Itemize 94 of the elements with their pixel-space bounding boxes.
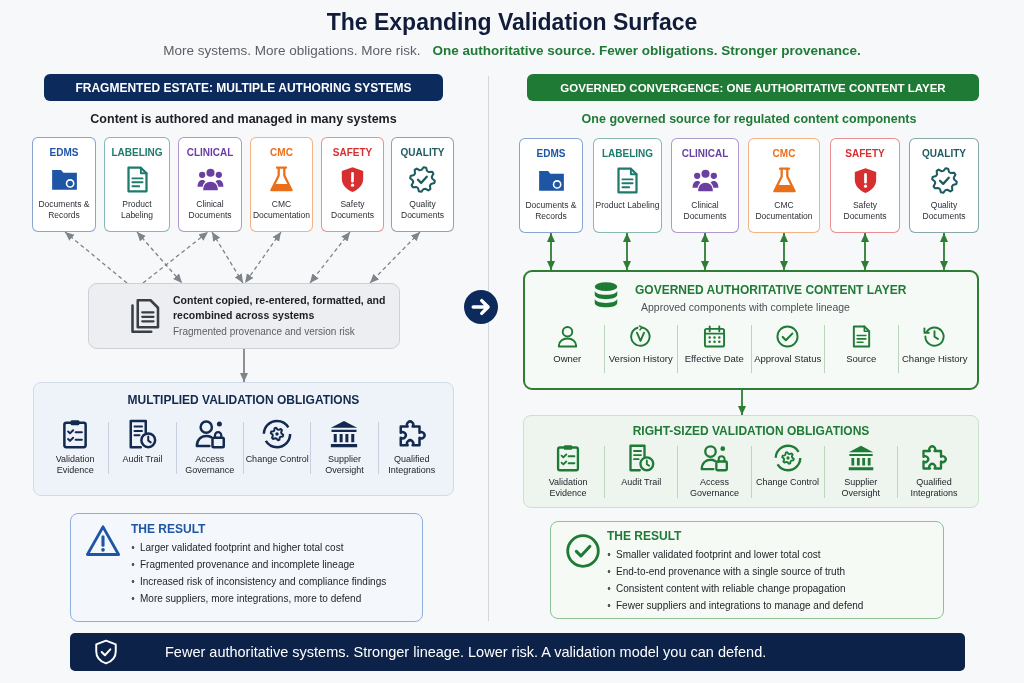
obligation-label: Access Governance (184, 454, 236, 477)
system-description: CMC Documentation (754, 200, 814, 222)
obligation-label: Qualified Integrations (387, 454, 437, 477)
obligation-label: Audit Trail (122, 454, 163, 466)
section-header-bar (44, 74, 443, 101)
section-subheading: One governed source for regulated content components (580, 112, 918, 126)
layer-heading: GOVERNED AUTHORITATIVE CONTENT LAYER (635, 283, 907, 297)
result-box (550, 521, 944, 619)
arrow (701, 232, 709, 271)
system-description: CMC Documentation (252, 199, 311, 221)
system-description: Safety Documents (842, 200, 888, 222)
result-heading: THE RESULT (131, 522, 207, 536)
summary-text: Fewer authoritative systems. Stronger lineage. Lower risk. A validation model you can defend. (165, 644, 767, 660)
title: The Expanding Validation Surface (325, 9, 699, 36)
obligation-label: Audit Trail (621, 477, 662, 489)
system-name: EDMS (536, 148, 566, 159)
system-name: SAFETY (845, 148, 885, 159)
dashed-arrow (211, 231, 244, 284)
dashed-arrow (369, 231, 421, 284)
system-description: Quality Documents (400, 199, 445, 221)
system-card (748, 138, 820, 233)
subtitle: More systems. More obligations. More risk. (163, 43, 421, 58)
system-name: SAFETY (332, 147, 373, 158)
attribute-label: Change History (902, 353, 968, 365)
attribute-label: Source (846, 353, 877, 365)
attribute-label: Version History (608, 353, 673, 365)
obligation-label: Supplier Oversight (324, 454, 365, 477)
system-card (32, 137, 96, 232)
obligation-label: Validation Evidence (547, 477, 589, 500)
arrow (738, 389, 746, 416)
dashed-arrow (309, 231, 351, 284)
system-card (519, 138, 583, 233)
result-heading: THE RESULT (607, 529, 683, 543)
system-name: QUALITY (922, 148, 966, 159)
system-name: LABELING (111, 147, 163, 158)
system-description: Documents & Records (37, 199, 91, 221)
system-name: CLINICAL (186, 147, 234, 158)
subtitle: One authoritative source. Fewer obligations. Stronger provenance. (432, 43, 861, 58)
arrow (547, 232, 555, 271)
dashed-arrow (244, 231, 282, 284)
panel-heading: MULTIPLIED VALIDATION OBLIGATIONS (126, 393, 361, 407)
section-heading: FRAGMENTED ESTATE: MULTIPLE AUTHORING SYSTEMS (75, 80, 412, 95)
system-card (321, 137, 384, 232)
system-name: EDMS (49, 147, 79, 158)
process-box (88, 283, 400, 349)
system-description: Documents & Records (524, 200, 578, 222)
system-name: CLINICAL (681, 148, 729, 159)
dashed-arrow (142, 231, 209, 284)
system-description: Clinical Documents (187, 199, 233, 221)
content-layer-box (523, 270, 979, 390)
system-name: CMC (270, 147, 293, 158)
system-card (391, 137, 454, 232)
panel-heading: RIGHT-SIZED VALIDATION OBLIGATIONS (631, 424, 871, 438)
system-card (178, 137, 242, 232)
obligation-label: Access Governance (688, 477, 740, 500)
obligation-label: Supplier Oversight (840, 477, 882, 500)
obligations-panel (523, 415, 979, 508)
dashed-arrow (136, 231, 183, 284)
arrow (940, 232, 948, 271)
system-description: Safety Documents (330, 199, 375, 221)
attribute-label: Owner (553, 353, 582, 365)
result-box (70, 513, 423, 622)
system-name: LABELING (601, 148, 654, 159)
summary-banner (70, 633, 965, 671)
section-header-bar (527, 74, 979, 101)
system-card (909, 138, 979, 233)
section-subheading: Content is authored and managed in many systems (89, 112, 398, 126)
arrow (861, 232, 869, 271)
obligation-label: Qualified Integrations (909, 477, 959, 500)
risk-note: Fragmented provenance and version risk (173, 325, 356, 339)
attribute-label: Effective Date (684, 353, 744, 365)
system-card (104, 137, 170, 232)
system-name: QUALITY (400, 147, 445, 158)
attribute-label: Approval Status (754, 353, 822, 365)
system-card (830, 138, 900, 233)
layer-description: Approved components with complete lineage (641, 301, 850, 313)
system-card (671, 138, 739, 233)
system-description: Product Labeling (119, 199, 155, 221)
system-description: Clinical Documents (682, 200, 728, 222)
dashed-arrow (64, 231, 128, 284)
obligations-panel (33, 382, 454, 496)
system-card (593, 138, 662, 233)
arrow (623, 232, 631, 271)
system-description: Quality Documents (921, 200, 967, 222)
system-name: CMC (772, 148, 796, 159)
arrow (780, 232, 788, 271)
process-description: Content copied, re-entered, formatted, and recombined across systems (173, 293, 387, 324)
system-description: Product Labeling (595, 200, 660, 211)
obligation-label: Change Control (245, 454, 309, 466)
obligation-label: Validation Evidence (54, 454, 96, 477)
obligation-label: Change Control (756, 477, 820, 489)
arrow (240, 348, 248, 383)
system-card (250, 137, 313, 232)
section-heading: GOVERNED CONVERGENCE: ONE AUTHORITATIVE CONTENT LAYER (560, 81, 946, 94)
